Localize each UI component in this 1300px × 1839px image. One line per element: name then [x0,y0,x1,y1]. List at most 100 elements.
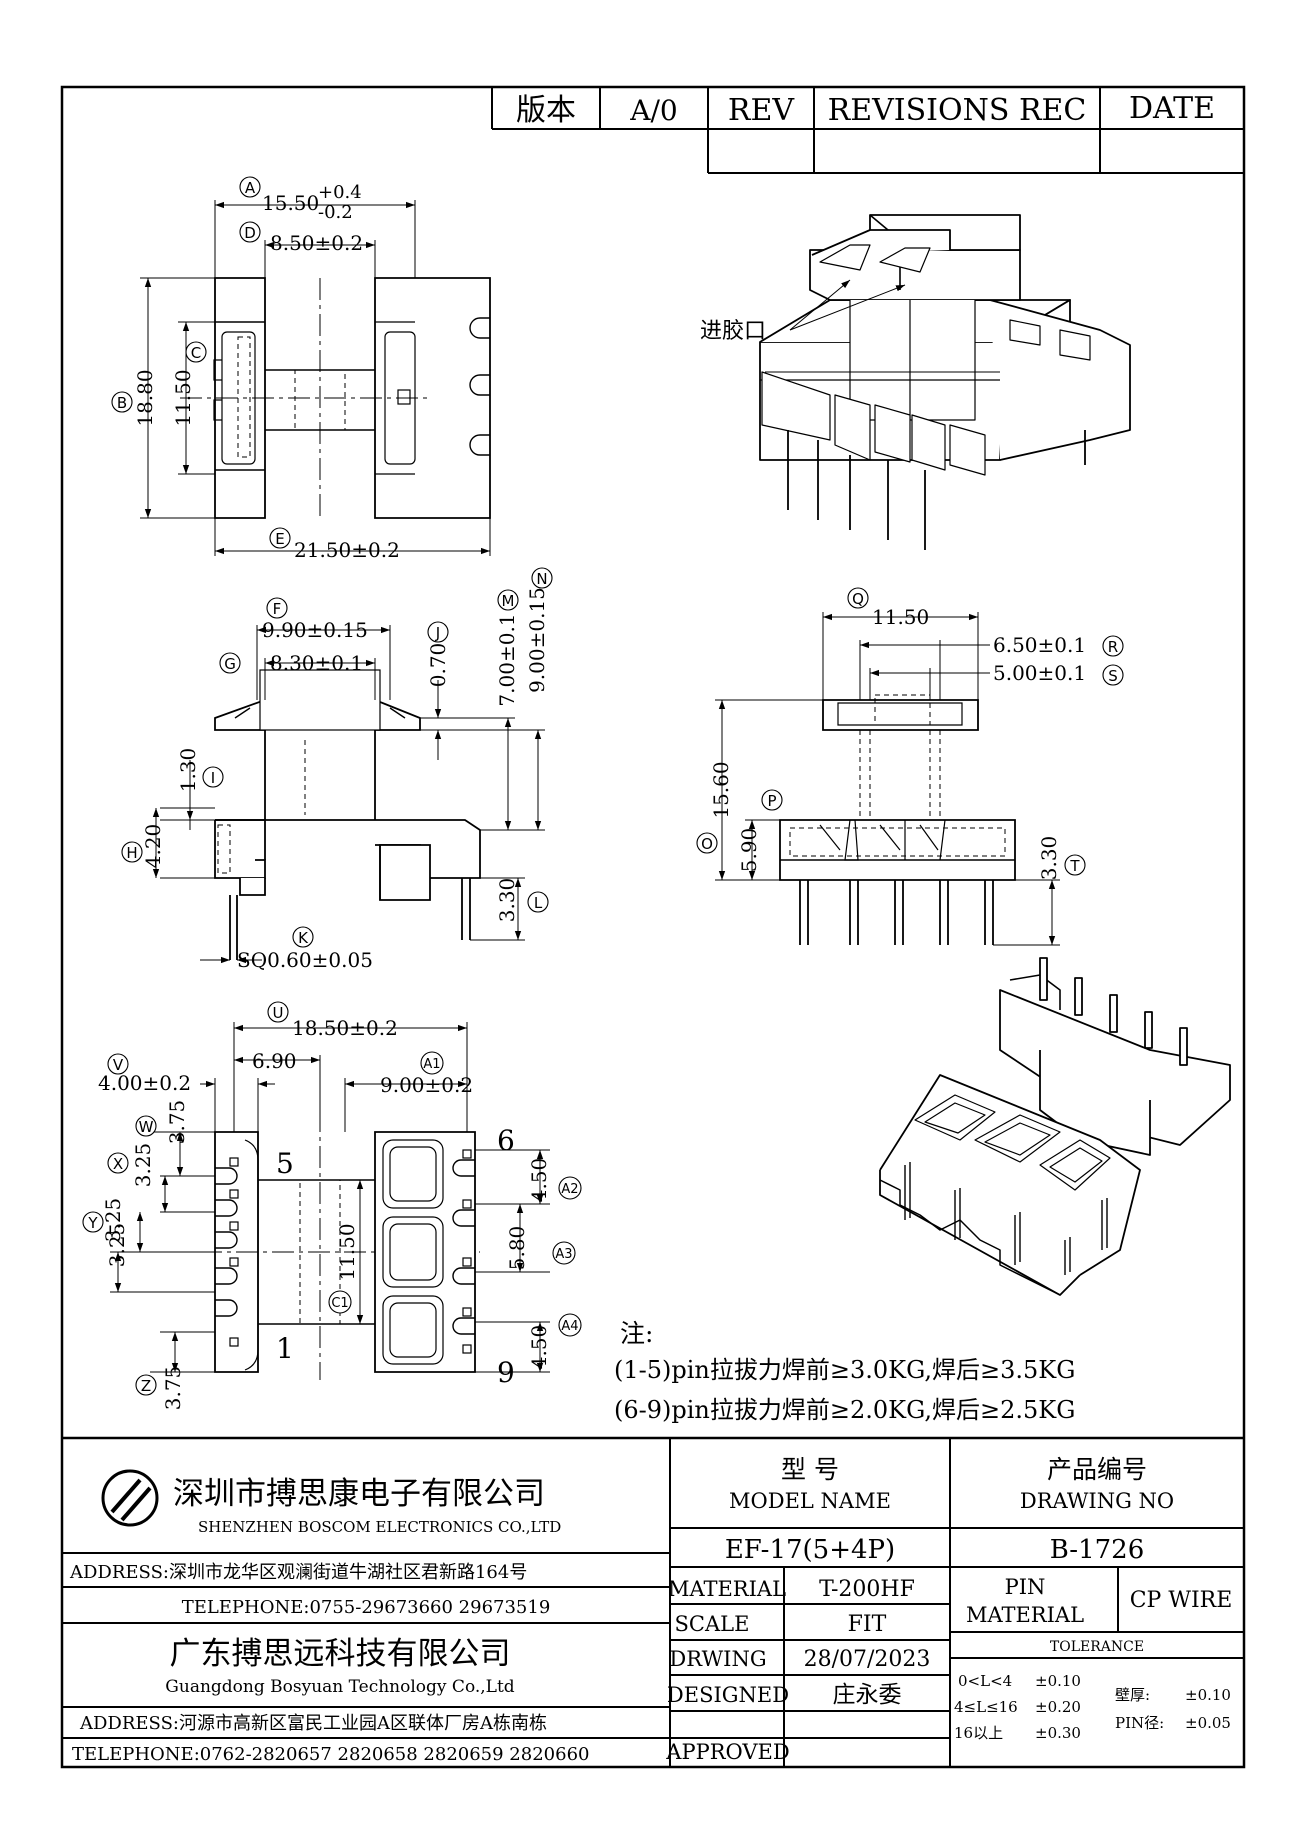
drawing-no-value: B-1726 [1050,1535,1145,1565]
label-q: Q [852,590,864,608]
dim-z-value: 3.75 [161,1366,185,1411]
telephone2: TELEPHONE:0762-2820657 2820658 2820659 2… [72,1744,589,1765]
dim-b-value: 18.80 [133,369,157,426]
label-a: A [245,179,256,197]
tol3-value: ±0.30 [1035,1724,1081,1742]
material-label: MATERIAL [668,1577,786,1601]
company1-cn: 深圳市搏思康电子有限公司 [173,1476,545,1512]
model-name-en: MODEL NAME [729,1489,891,1513]
revisions-label: REVISIONS REC [828,93,1087,128]
side-view: 9.90±0.15 F 8.30±0.1 G J 0.70 7.00±0.1 M… [121,567,553,972]
pin-material-label-1: PIN [1005,1575,1046,1599]
label-e: E [275,530,284,548]
company1-en: SHENZHEN BOSCOM ELECTRONICS CO.,LTD [198,1518,561,1536]
dim-n-value: 9.00±0.15 [525,587,549,693]
label-t: T [1069,857,1080,875]
dim-p-value: 5.90 [737,828,761,873]
label-i: I [211,769,215,787]
pin-dia-value: ±0.05 [1185,1714,1231,1732]
label-b: B [117,394,127,412]
label-g: G [224,655,236,673]
iso-view-bottom [879,957,1231,1296]
tol2-range: 4≤L≤16 [954,1698,1018,1716]
pin-6-label: 6 [497,1124,515,1157]
dim-k-value: SQ0.60±0.05 [237,948,373,972]
tol2-value: ±0.20 [1035,1698,1081,1716]
top-view: 15.50 +0.4 -0.2 A 8.50±0.2 D 18.80 B 11.… [111,176,491,562]
iso-view-top: 进胶口 [700,214,1131,550]
label-d: D [244,224,256,242]
date-label: DATE [1129,91,1215,126]
label-r: R [1108,638,1118,656]
notes-line-1: (1-5)pin拉拔力焊前≥3.0KG,焊后≥3.5KG [614,1356,1075,1384]
drawing-border [60,85,1246,1769]
dim-g-value: 8.30±0.1 [270,651,363,675]
pin-material-value: CP WIRE [1130,1588,1233,1613]
tol3-range: 16以上 [954,1724,1003,1742]
tol1-range: 0<L<4 [958,1672,1012,1690]
telephone1: TELEPHONE:0755-29673660 29673519 [182,1597,551,1618]
dim-690-value: 6.90 [252,1049,297,1073]
label-x: X [113,1155,123,1173]
dim-a4-value: 4.50 [527,1325,551,1370]
dim-l-value: 3.30 [495,878,519,923]
dim-e-value: 21.50±0.2 [294,538,400,562]
dim-y-value-2: 3.25 [105,1223,129,1268]
label-s: S [1108,667,1118,685]
bottom-view: 5 1 6 9 18.50±0.2 U 6.90 4.00±0.2 V 9.00… [82,1001,582,1411]
dim-a3-value: 5.80 [505,1226,529,1271]
material-value: T-200HF [819,1577,915,1602]
label-w: W [139,1118,154,1136]
label-a2: A2 [561,1182,578,1197]
label-z: Z [141,1377,151,1395]
label-v: V [113,1056,124,1074]
notes-line-2: (6-9)pin拉拔力焊前≥2.0KG,焊后≥2.5KG [614,1396,1075,1424]
designed-label: DESIGNED [667,1683,789,1707]
designed-value: 庄永委 [833,1682,902,1708]
label-m: M [502,592,515,610]
dim-a-tol-minus: -0.2 [318,202,353,223]
scale-label: SCALE [675,1612,750,1636]
label-l: L [534,894,543,912]
tolerance-label: TOLERANCE [1050,1639,1144,1655]
label-h: H [126,844,137,862]
address2: ADDRESS:河源市高新区富民工业园A区联体厂房A栋南栋 [79,1713,547,1734]
front-view: 11.50 Q 6.50±0.1 R 5.00±0.1 S 15.60 O 5.… [696,587,1124,946]
label-a3: A3 [555,1247,572,1262]
dim-y-value: 3.25 [101,1198,125,1243]
title-block: 深圳市搏思康电子有限公司 SHENZHEN BOSCOM ELECTRONICS… [62,1436,1244,1767]
version-label: 版本 [516,93,576,128]
label-n: N [536,570,547,588]
model-name-cn: 型 号 [781,1455,839,1484]
company-logo-icon [101,1469,159,1527]
company2-cn: 广东搏思远科技有限公司 [170,1636,511,1672]
revision-table: 版本 A/0 REV REVISIONS REC DATE [491,87,1244,174]
label-p: P [767,792,776,810]
label-c1: C1 [331,1296,348,1311]
dim-t-value: 3.30 [1037,836,1061,881]
rev-label: REV [728,93,795,128]
dim-c1-value: 11.50 [335,1223,359,1280]
notes-title: 注: [620,1319,653,1348]
dim-c-value: 11.50 [171,369,195,426]
drawing-no-cn: 产品编号 [1047,1455,1147,1484]
dim-a-tol-plus: +0.4 [318,182,362,203]
pin-dia-label: PIN径: [1115,1714,1164,1732]
dim-v-value: 4.00±0.2 [98,1071,191,1095]
label-a1: A1 [423,1057,440,1072]
dim-r-value: 6.50±0.1 [993,633,1086,657]
dim-q-value: 11.50 [872,605,929,629]
dim-s-value: 5.00±0.1 [993,661,1086,685]
label-o: O [701,835,713,853]
wall-value: ±0.10 [1185,1686,1231,1704]
label-y: Y [87,1214,98,1232]
drwing-label: DRWING [669,1647,766,1671]
wall-label: 壁厚: [1115,1686,1150,1704]
dim-h-value: 4.20 [141,824,165,869]
dim-m-value: 7.00±0.1 [495,613,519,706]
label-f: F [273,600,282,618]
dim-a2-value: 4.50 [527,1158,551,1203]
label-j: J [435,624,440,642]
dim-i-value: 1.30 [176,748,200,793]
dim-f-value: 9.90±0.15 [262,618,368,642]
